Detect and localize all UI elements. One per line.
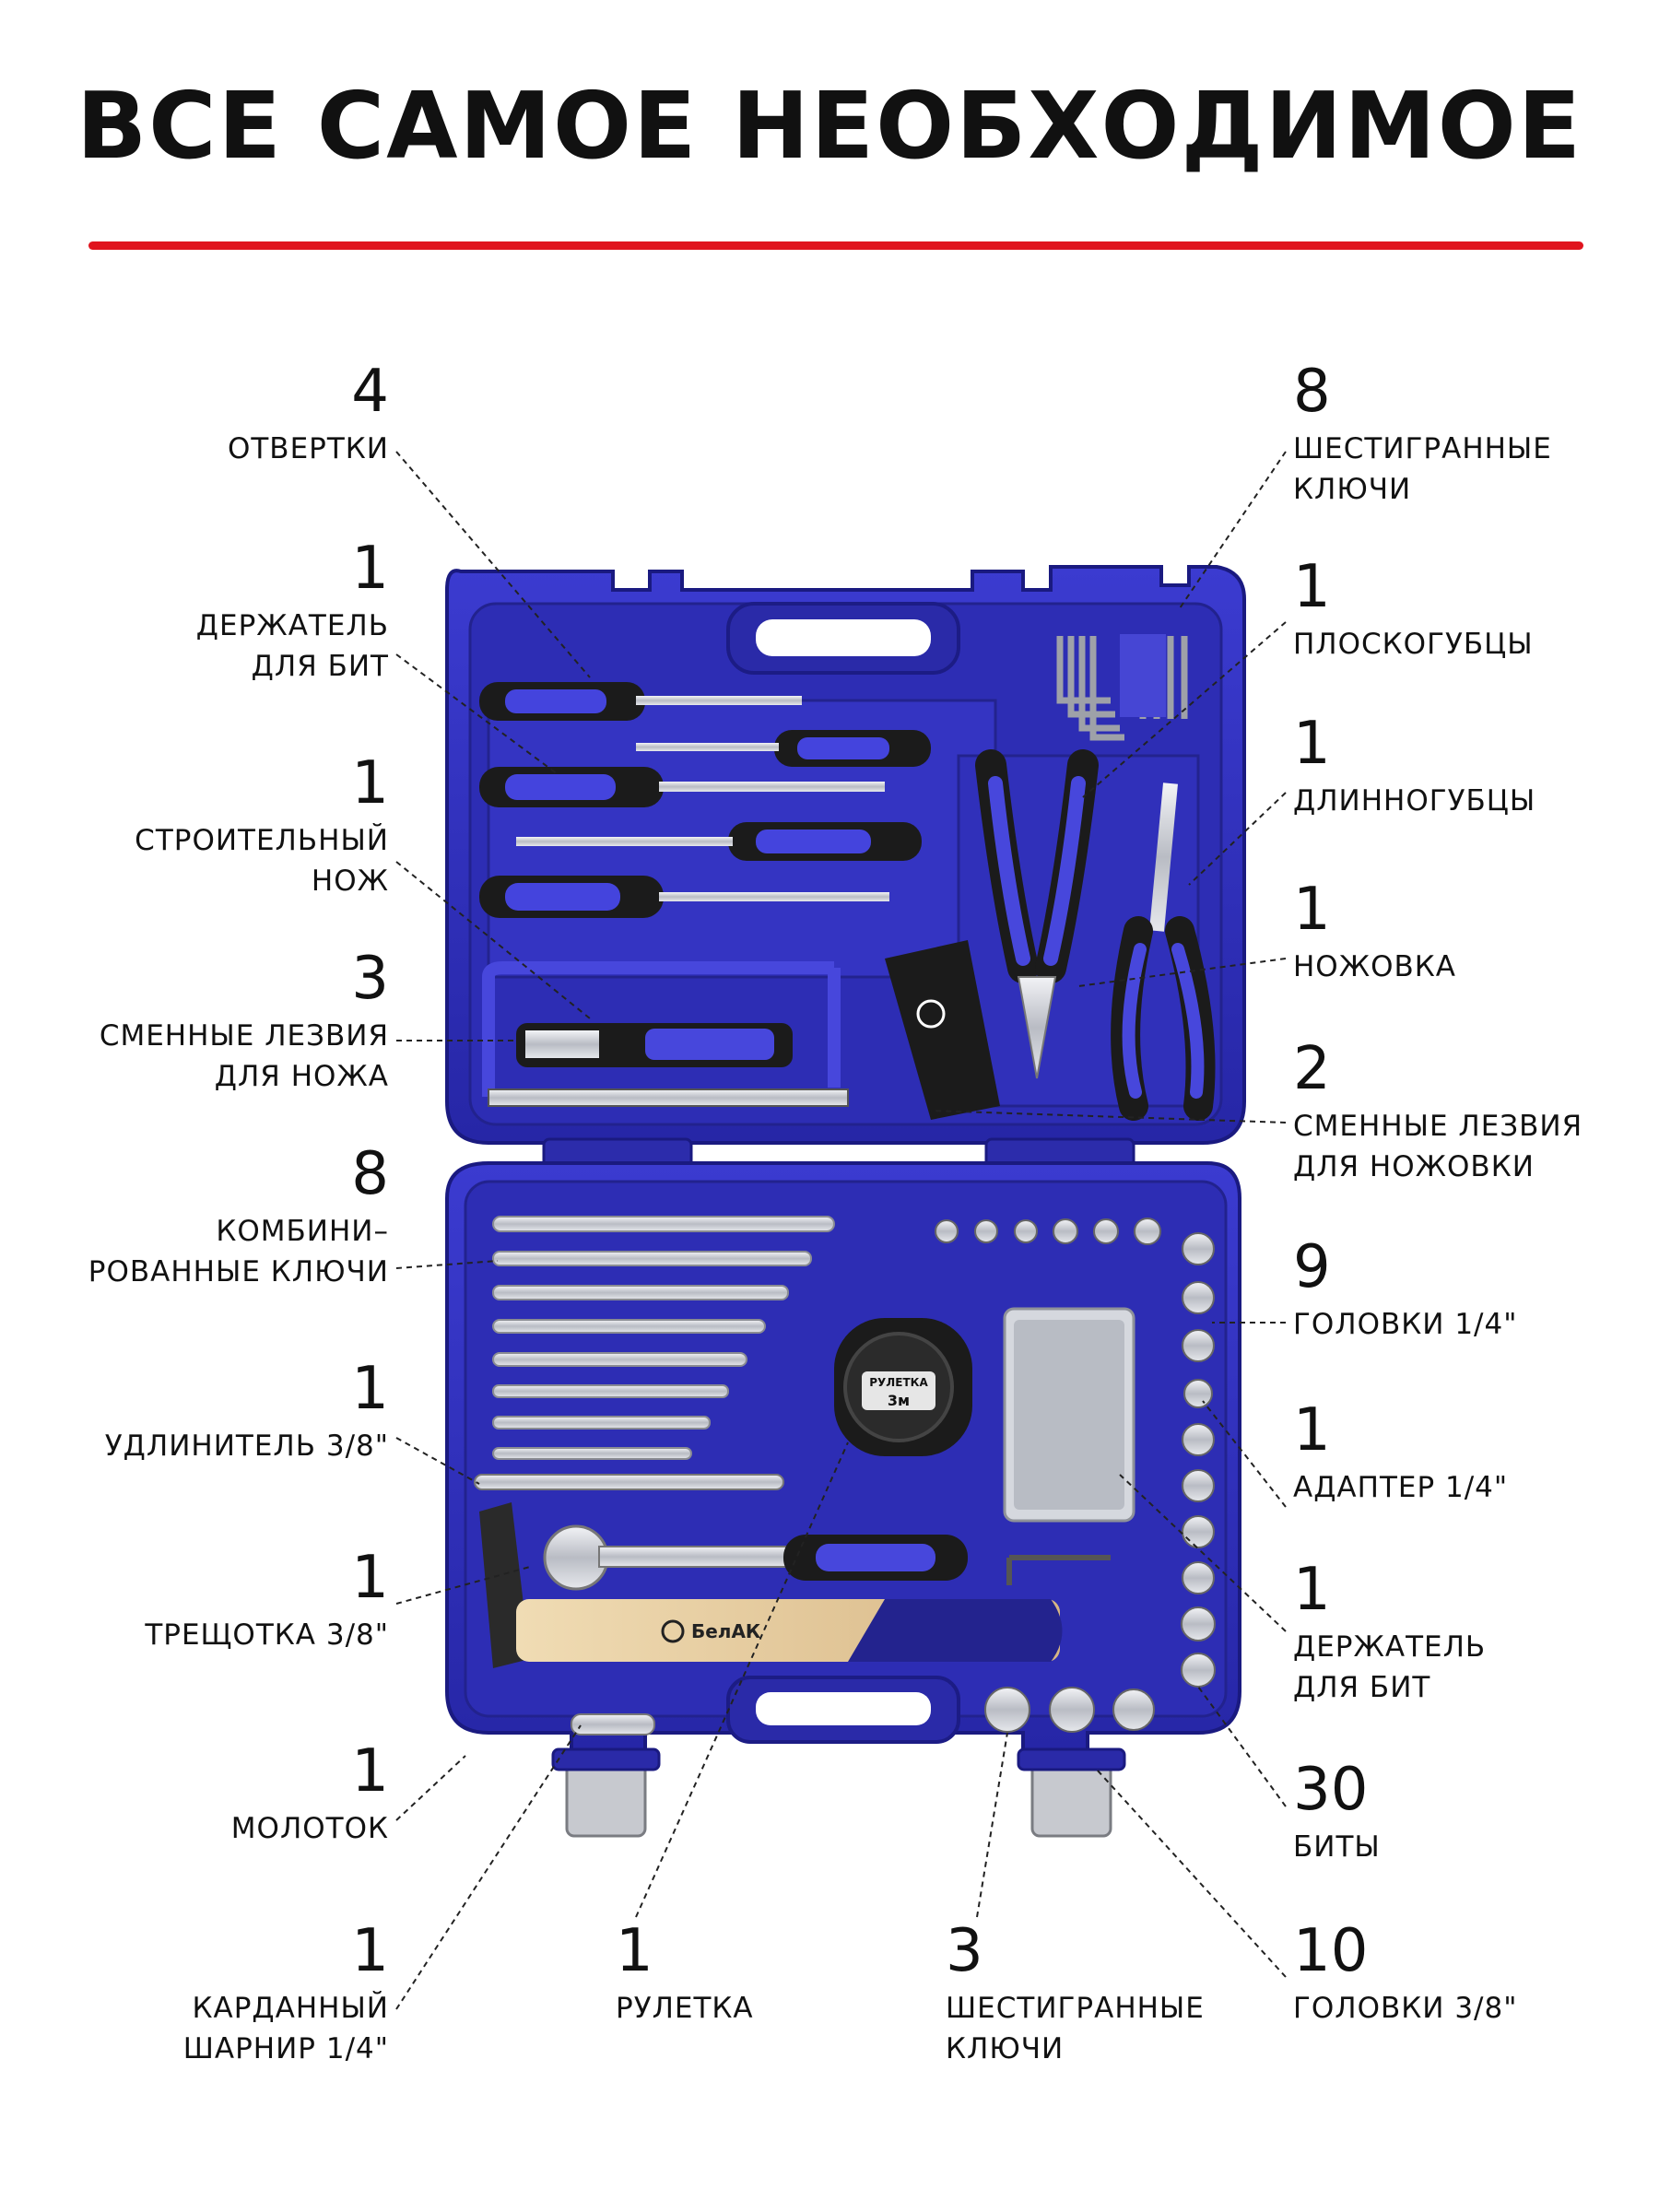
- label-universal-joint: 1 КАРДАННЫЙ ШАРНИР 1/4": [183, 1922, 389, 2069]
- item-name: МОЛОТОК: [230, 1812, 389, 1845]
- count: 1: [351, 749, 389, 818]
- hacksaw: [482, 940, 1000, 1120]
- utility-knife: [516, 1023, 793, 1067]
- hammer-brand-text: БелАК: [691, 1620, 761, 1642]
- count: 8: [1293, 358, 1331, 426]
- screwdrivers: [479, 682, 931, 918]
- page-title: ВСЕ САМОЕ НЕОБХОДИМОЕ: [76, 72, 1583, 180]
- count: 3: [946, 1917, 983, 1985]
- count: 1: [351, 1737, 389, 1806]
- label-extension: 1 УДЛИНИТЕЛЬ 3/8": [105, 1359, 389, 1466]
- combination-wrenches: [492, 1216, 835, 1460]
- count: 1: [1293, 1556, 1331, 1624]
- count: 3: [351, 945, 389, 1013]
- item-name: НОЖОВКА: [1293, 950, 1456, 983]
- label-bits: 30 БИТЫ: [1293, 1760, 1381, 1867]
- sockets-three-eighth: [984, 1232, 1216, 1733]
- label-pliers: 1 ПЛОСКОГУБЦЫ: [1293, 558, 1534, 665]
- label-bit-holder-bottom: 1 ДЕРЖАТЕЛЬ ДЛЯ БИТ: [1293, 1560, 1486, 1708]
- item-name: РУЛЕТКА: [616, 1992, 754, 2025]
- bit-box: [1003, 1307, 1135, 1523]
- item-name: ДЕРЖАТЕЛЬ ДЛЯ БИТ: [1293, 1630, 1487, 1704]
- label-knife-blades: 3 СМЕННЫЕ ЛЕЗВИЯ ДЛЯ НОЖА: [100, 949, 389, 1097]
- count: 1: [351, 1355, 389, 1423]
- item-name: ГОЛОВКИ 3/8": [1293, 1992, 1518, 2025]
- label-adapter: 1 АДАПТЕР 1/4": [1293, 1401, 1508, 1508]
- count: 10: [1293, 1917, 1369, 1985]
- label-screwdrivers: 4 ОТВЕРТКИ: [228, 362, 389, 469]
- count: 1: [351, 1917, 389, 1985]
- item-name: ШЕСТИГРАННЫЕ КЛЮЧИ: [1293, 432, 1552, 506]
- count: 2: [1293, 1035, 1331, 1103]
- leader-lines: [395, 451, 1287, 2010]
- item-name: КАРДАННЫЙ ШАРНИР 1/4": [182, 1992, 389, 2065]
- title-underline: [88, 241, 1583, 250]
- item-name: АДАПТЕР 1/4": [1293, 1471, 1509, 1504]
- item-name: ТРЕЩОТКА 3/8": [145, 1618, 389, 1652]
- count: 1: [616, 1917, 653, 1985]
- hex-key-holder: [1120, 634, 1166, 717]
- count: 1: [1293, 553, 1331, 621]
- tape-size-text: 3м: [888, 1392, 910, 1409]
- label-ratchet: 1 ТРЕЩОТКА 3/8": [145, 1548, 389, 1655]
- count: 4: [351, 358, 389, 426]
- ratchet: [543, 1524, 968, 1591]
- label-hacksaw: 1 НОЖОВКА: [1293, 880, 1456, 987]
- label-combination-wrenches: 8 КОМБИНИ– РОВАННЫЕ КЛЮЧИ: [88, 1145, 389, 1292]
- tape-measure: РУЛЕТКА 3м: [834, 1318, 972, 1456]
- count: 1: [1293, 710, 1331, 778]
- item-name: СМЕННЫЕ ЛЕЗВИЯ ДЛЯ НОЖОВКИ: [1293, 1110, 1583, 1183]
- extension-bar: [474, 1474, 784, 1490]
- label-hacksaw-blades: 2 СМЕННЫЕ ЛЕЗВИЯ ДЛЯ НОЖОВКИ: [1293, 1040, 1583, 1187]
- label-sockets-quarter: 9 ГОЛОВКИ 1/4": [1293, 1238, 1518, 1345]
- item-name: ГОЛОВКИ 1/4": [1293, 1308, 1518, 1341]
- count: 8: [351, 1140, 389, 1208]
- item-name: УДЛИНИТЕЛЬ 3/8": [104, 1430, 389, 1463]
- label-hammer: 1 МОЛОТОК: [231, 1742, 389, 1849]
- count: 1: [351, 535, 389, 603]
- item-name: СМЕННЫЕ ЛЕЗВИЯ ДЛЯ НОЖА: [99, 1019, 389, 1093]
- pliers: [975, 749, 1099, 1079]
- item-name: ОТВЕРТКИ: [227, 432, 389, 465]
- item-name: ШЕСТИГРАННЫЕ КЛЮЧИ: [946, 1992, 1205, 2065]
- long-nose-pliers: [1111, 782, 1216, 1121]
- count: 30: [1293, 1756, 1369, 1824]
- label-sockets-three-eighth: 10 ГОЛОВКИ 3/8": [1293, 1922, 1518, 2029]
- count: 1: [351, 1544, 389, 1612]
- hex-keys-small: [1006, 1555, 1111, 1585]
- item-name: СТРОИТЕЛЬНЫЙ НОЖ: [135, 824, 389, 898]
- label-hex-keys-top: 8 ШЕСТИГРАННЫЕ КЛЮЧИ: [1293, 362, 1552, 510]
- count: 1: [1293, 1396, 1331, 1465]
- universal-joint: [571, 1713, 655, 1735]
- item-name: ДЕРЖАТЕЛЬ ДЛЯ БИТ: [195, 609, 389, 683]
- item-name: ПЛОСКОГУБЦЫ: [1293, 628, 1534, 661]
- label-utility-knife: 1 СТРОИТЕЛЬНЫЙ НОЖ: [135, 754, 389, 901]
- item-name: ДЛИННОГУБЦЫ: [1293, 784, 1536, 818]
- item-name: КОМБИНИ– РОВАННЫЕ КЛЮЧИ: [88, 1215, 389, 1288]
- label-long-nose-pliers: 1 ДЛИННОГУБЦЫ: [1293, 714, 1535, 821]
- label-hex-keys-bottom: 3 ШЕСТИГРАННЫЕ КЛЮЧИ: [946, 1922, 1205, 2069]
- tape-label-text: РУЛЕТКА: [869, 1376, 928, 1389]
- item-name: БИТЫ: [1293, 1830, 1381, 1864]
- count: 1: [1293, 876, 1331, 944]
- hammer: БелАК: [479, 1502, 1063, 1668]
- count: 9: [1293, 1233, 1331, 1301]
- sockets-quarter: [935, 1218, 1161, 1245]
- label-tape-measure: 1 РУЛЕТКА: [616, 1922, 754, 2029]
- label-bit-holder-top: 1 ДЕРЖАТЕЛЬ ДЛЯ БИТ: [196, 539, 389, 687]
